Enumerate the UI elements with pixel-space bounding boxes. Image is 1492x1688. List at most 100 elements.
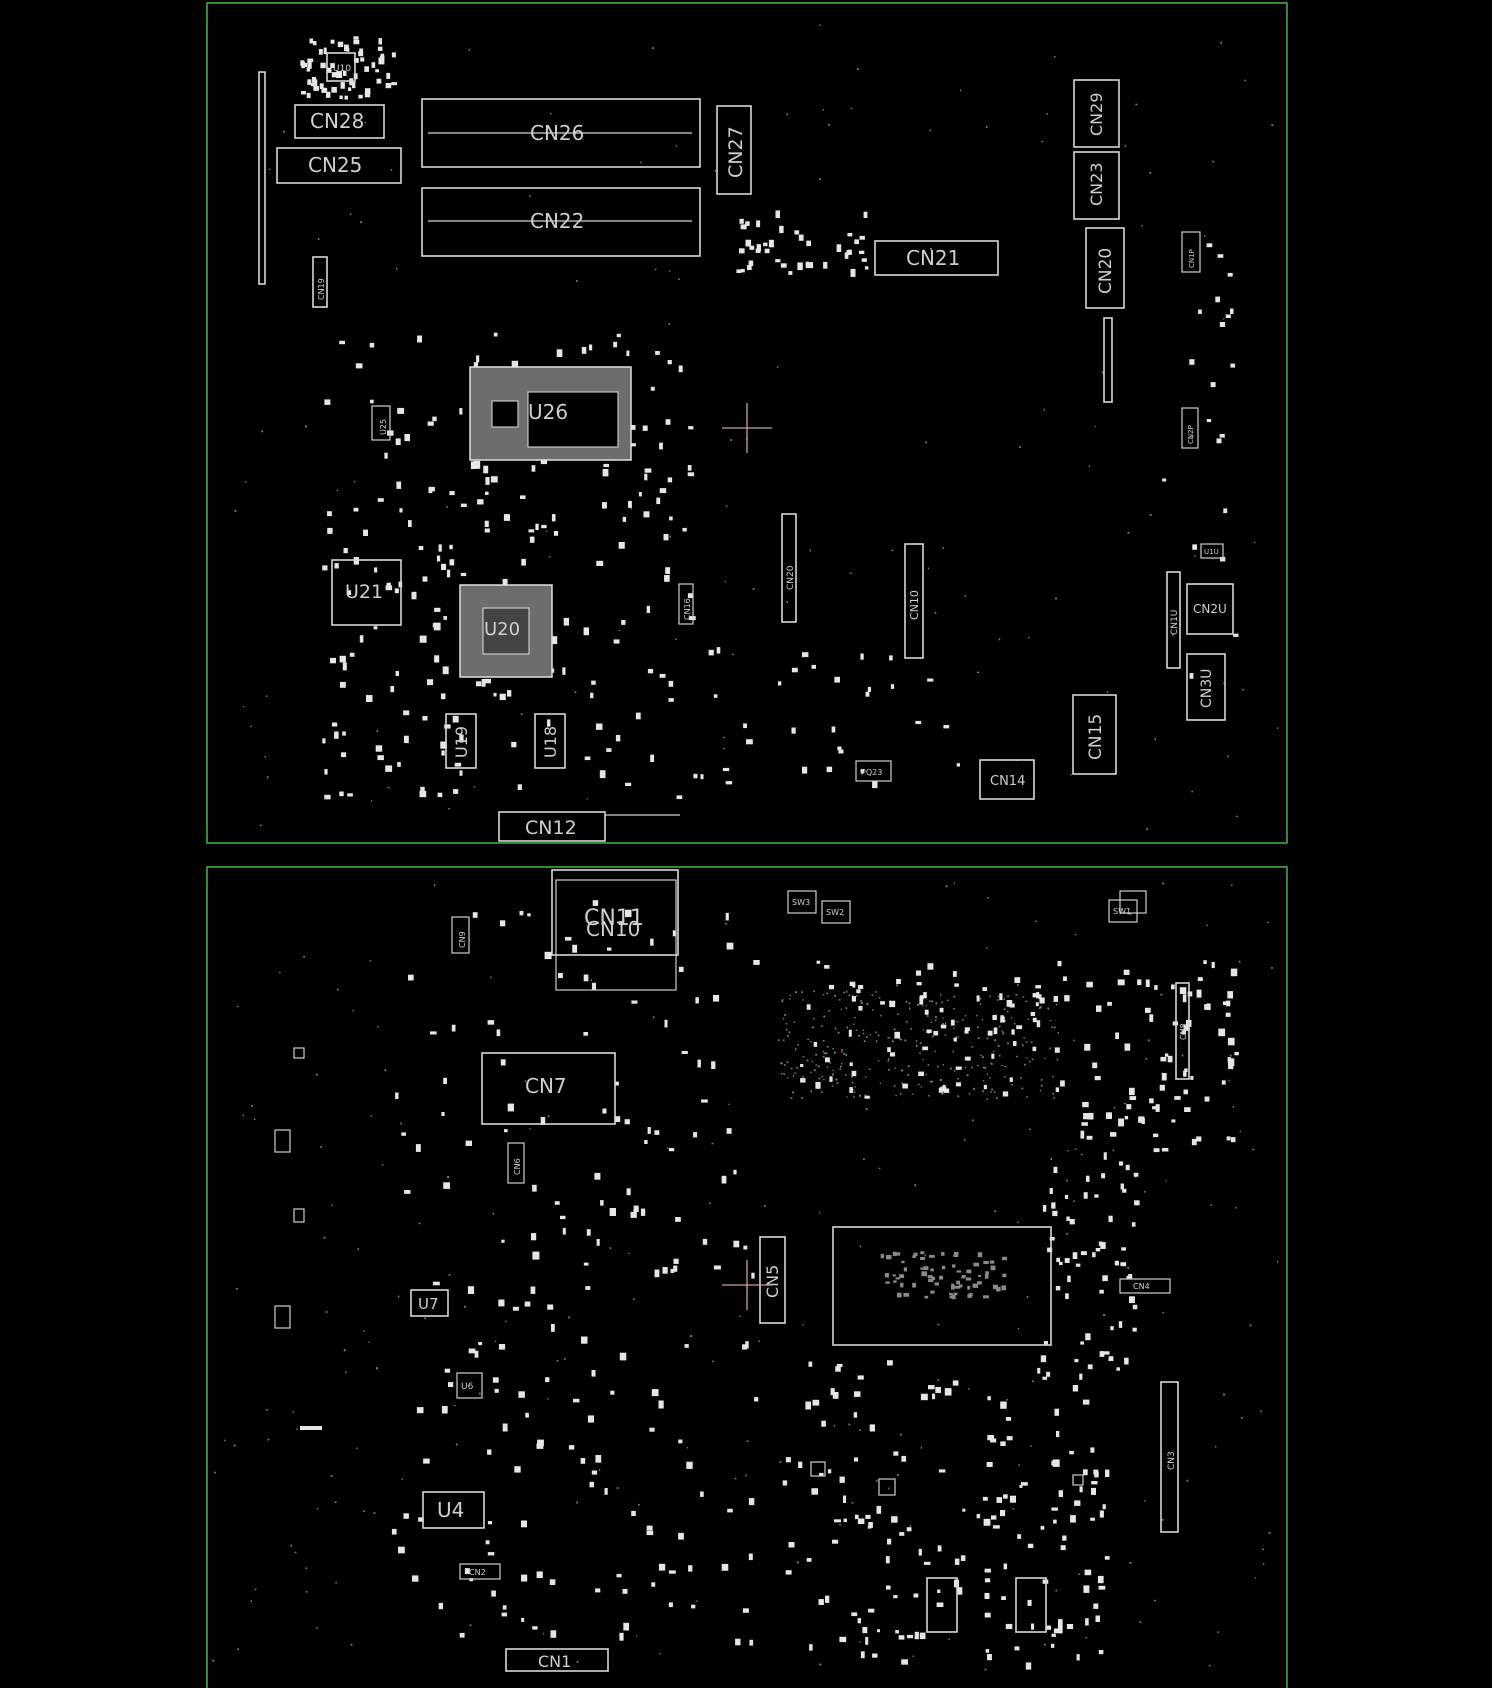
connector-cn3[interactable]: CN3 [1160,1381,1179,1533]
pad [468,1348,476,1354]
pad [434,607,441,612]
connector-cn14[interactable]: CN14 [979,759,1035,800]
connector-cn1u[interactable]: CN1U [1166,571,1181,669]
connector-cn21[interactable]: CN21 [874,240,999,276]
connector-cn27[interactable]: CN27 [716,105,752,195]
chip-u21[interactable]: U21 [331,559,402,626]
connector-cn15[interactable]: CN15 [1072,694,1117,775]
pad [852,983,856,988]
connector-cn26[interactable]: CN26 [421,98,701,168]
chip-u20[interactable]: U20 [459,584,553,678]
pad [313,41,317,46]
pad [478,1342,483,1346]
switch-sw3[interactable]: SW3 [787,890,817,914]
pad [888,1069,890,1071]
pad [1152,1106,1158,1110]
connector-cn2p[interactable]: CN2P [1181,407,1199,449]
pad [305,425,307,428]
pad [386,72,391,79]
connector-cn10-top[interactable]: CN10 [904,543,924,659]
connector-cn20[interactable]: CN20 [1085,227,1125,309]
switch-sw1[interactable]: SW1 [1108,890,1147,923]
pad [473,786,476,788]
pad [662,1267,668,1274]
connector-cn2[interactable]: CN2 [459,1563,501,1580]
connector-cn9[interactable]: CN9 [451,916,470,954]
connector-cn1[interactable]: CN1 [505,1648,609,1672]
connector-cn16[interactable]: CN16 [678,583,694,625]
pad [364,92,371,98]
pad [742,1344,747,1350]
label-u21: U21 [345,581,383,603]
pad [838,999,841,1001]
component-pq23[interactable]: PQ23 [855,760,892,782]
pad [360,57,365,62]
pad [910,1027,912,1030]
chip-bottom-sq-2[interactable] [1072,1474,1084,1486]
chip-u26[interactable]: U26 [469,366,632,461]
switch-sw2[interactable]: SW2 [821,900,851,924]
connector-cn3u[interactable]: CN3U [1186,653,1226,721]
chip-u7[interactable]: U7 [410,1289,449,1317]
pad [811,1060,814,1063]
chip-bottom-hatched-2[interactable] [1015,1577,1047,1633]
pad [836,1082,839,1084]
connector-cn4[interactable]: CN4 [1119,1278,1171,1294]
chip-bottom-hatched-1[interactable] [926,1577,958,1633]
chip-bottom-sq-3[interactable] [810,1461,826,1477]
connector-cn23[interactable]: CN23 [1073,151,1120,220]
component-u10[interactable]: U10 [326,52,356,82]
pad [322,565,328,571]
pad [487,1521,493,1525]
chip-u6[interactable]: U6 [456,1372,483,1399]
connector-cn5[interactable]: CN5 [759,1236,786,1324]
pad [541,524,547,529]
connector-cn28[interactable]: CN28 [294,104,385,139]
connector-cn29[interactable]: CN29 [1073,79,1120,148]
pad [622,516,627,522]
pad [323,1236,326,1239]
connector-cn22[interactable]: CN22 [421,187,701,257]
connector-cn7[interactable]: CN7 [481,1052,616,1125]
label-u1u: U1U [1204,548,1219,556]
pad [805,261,809,269]
connector-cn19[interactable]: CN19 [312,256,328,308]
pad [1094,1076,1101,1081]
connector-cn25[interactable]: CN25 [276,147,402,184]
pad [536,1571,543,1579]
pad [1244,79,1246,82]
pad [1040,1079,1043,1081]
connector-cn20-middle[interactable]: CN20 [781,513,797,623]
pad [877,1060,880,1062]
pad [616,333,621,338]
connector-cn12[interactable]: CN12 [498,811,680,842]
pad [290,1544,292,1547]
connector-cn8[interactable]: CN8 [1175,982,1190,1080]
cpu-footprint-bottom[interactable] [832,1226,1052,1346]
chip-u1u[interactable]: U1U [1200,543,1224,559]
pad [1124,1115,1129,1120]
pad [591,982,596,990]
connector-cn2u[interactable]: CN2U [1186,583,1234,635]
pad [1137,979,1142,986]
chip-u25[interactable]: U25 [371,405,391,441]
chip-u4[interactable]: U4 [422,1491,485,1529]
pad [933,1031,939,1036]
pad [1100,1242,1106,1249]
pad [1044,1057,1046,1059]
pad [1046,1371,1051,1377]
chip-u19[interactable]: U19 [445,713,477,769]
connector-cn6[interactable]: CN6 [507,1142,525,1184]
pad [909,1007,911,1010]
connector-cn11[interactable]: CN11 CN10 [551,869,679,991]
pad [937,1323,940,1326]
pad [665,419,671,425]
chip-u18[interactable]: U18 [534,713,566,769]
chip-bottom-sq-1[interactable] [878,1478,896,1496]
connector-cn1p[interactable]: CN1P [1181,231,1201,273]
pad [1087,1112,1094,1120]
pad [436,555,441,562]
pad [1240,1417,1243,1419]
pad [676,795,683,800]
